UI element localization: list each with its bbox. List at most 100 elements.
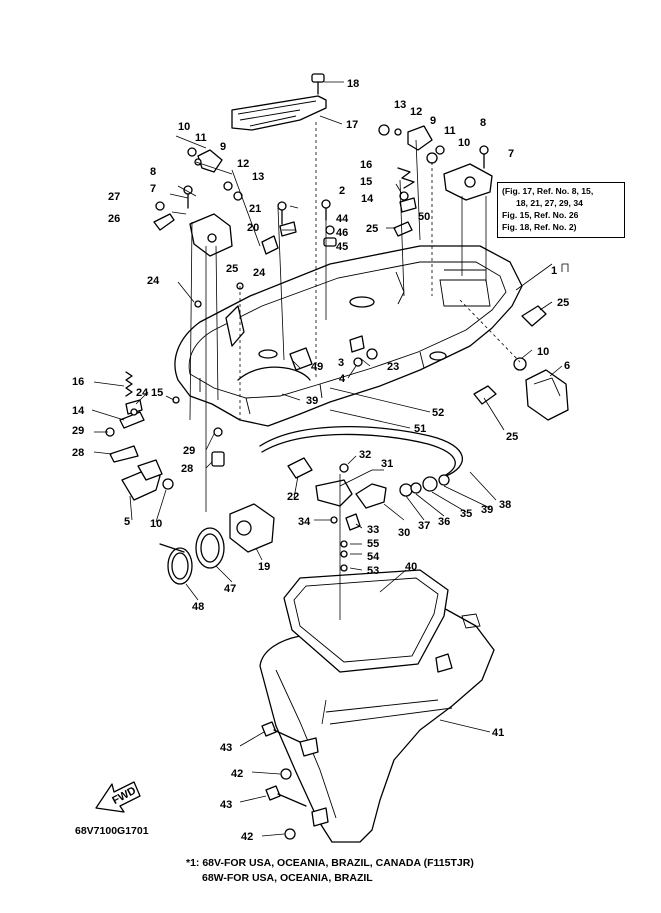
callout-label: 45	[336, 241, 348, 253]
callout-label: 15	[360, 176, 372, 188]
bolt-part-18	[311, 73, 325, 95]
footnote: *1: 68V-FOR USA, OCEANIA, BRAZIL, CANADA…	[186, 856, 474, 886]
callout-label: 8	[480, 117, 486, 129]
callout-label: 12	[237, 158, 249, 170]
callout-label: 42	[231, 768, 243, 780]
callout-label: 27	[108, 191, 120, 203]
callout-label: 43	[220, 742, 232, 754]
callout-label: 25	[557, 297, 569, 309]
callout-labels: 18 17 13 12 9 11 10 8 7 10 11 9 12 13 8 …	[72, 78, 570, 843]
callout-label: 9	[430, 115, 436, 127]
reference-note-line: Fig. 15, Ref. No. 26	[502, 210, 579, 220]
callout-label: 7	[150, 183, 156, 195]
callout-label: 25	[366, 223, 378, 235]
callout-label: 40	[405, 561, 417, 573]
callout-label: 17	[346, 119, 358, 131]
connector-clamp-parts	[159, 503, 275, 585]
callout-label: 48	[192, 601, 204, 613]
callout-label: 54	[367, 551, 380, 563]
right-bracket-part	[407, 125, 493, 201]
callout-label: 46	[336, 227, 348, 239]
footnote-line-1: *1: 68V-FOR USA, OCEANIA, BRAZIL, CANADA…	[186, 857, 474, 869]
callout-label: 26	[108, 213, 120, 225]
callout-label: 29	[72, 425, 84, 437]
callout-label: 28	[72, 447, 84, 459]
callout-label: 52	[432, 407, 444, 419]
callout-label: 38	[499, 499, 511, 511]
callout-label: 2	[339, 185, 345, 197]
footnote-line-2: 68W-FOR USA, OCEANIA, BRAZIL	[202, 872, 373, 884]
hose-parts	[237, 366, 463, 479]
callout-label: 10	[537, 346, 549, 358]
callout-label: 28	[181, 463, 193, 475]
callout-label: 11	[444, 125, 456, 137]
reference-note-box: (Fig. 17, Ref. No. 8, 15, 18, 21, 27, 29…	[497, 182, 625, 238]
center-bracket-parts	[315, 474, 450, 531]
callout-label: 22	[287, 491, 299, 503]
left-bracket-part	[153, 149, 233, 257]
callout-label: 24	[147, 275, 160, 287]
callout-label: 31	[381, 458, 393, 470]
forward-direction-arrow: FWD	[95, 781, 141, 813]
callout-label: 14	[72, 405, 85, 417]
callout-label: 44	[336, 213, 349, 225]
callout-label: 47	[224, 583, 236, 595]
callout-label: 9	[220, 141, 226, 153]
callout-label: 24	[136, 387, 149, 399]
reference-note-line: (Fig. 17, Ref. No. 8, 15,	[502, 186, 594, 196]
cover-plate-part	[231, 95, 327, 131]
callout-label: 5	[124, 516, 130, 528]
bolt-nut-parts	[261, 721, 329, 840]
callout-label: 12	[410, 106, 422, 118]
callout-label: 25	[506, 431, 518, 443]
callout-label: 19	[258, 561, 270, 573]
callout-label: 16	[360, 159, 372, 171]
callout-label: 10	[150, 518, 162, 530]
callout-label: 7	[508, 148, 514, 160]
callout-label: 15	[151, 387, 163, 399]
callout-label: 29	[183, 445, 195, 457]
reference-note-line: 18, 21, 27, 29, 34	[516, 198, 583, 208]
callout-label: 10	[178, 121, 190, 133]
left-lower-parts	[109, 411, 225, 501]
callout-label: 53	[367, 565, 379, 577]
callout-label: 8	[150, 166, 156, 178]
callout-label: 21	[249, 203, 261, 215]
callout-label: 35	[460, 508, 472, 520]
callout-label: 37	[418, 520, 430, 532]
callout-label: 18	[347, 78, 359, 90]
callout-label: 32	[359, 449, 371, 461]
grommet-parts	[261, 221, 547, 405]
callout-label: 6	[564, 360, 570, 372]
callout-label: 11	[195, 132, 207, 144]
callout-label: 23	[387, 361, 399, 373]
callout-label: 4	[339, 373, 346, 385]
callout-label: 41	[492, 727, 504, 739]
callout-label: 1	[551, 265, 557, 277]
callout-label: 14	[361, 193, 374, 205]
reference-note-line: Fig. 18, Ref. No. 2)	[502, 222, 577, 232]
callout-label: 55	[367, 538, 379, 550]
callout-label: 42	[241, 831, 253, 843]
callout-label: 13	[394, 99, 406, 111]
callout-label: 3	[338, 357, 344, 369]
callout-label: 39	[481, 504, 493, 516]
callout-label: 30	[398, 527, 410, 539]
callout-label: 43	[220, 799, 232, 811]
callout-label: 51	[414, 423, 426, 435]
callout-label: 10	[458, 137, 470, 149]
callout-label: 33	[367, 524, 379, 536]
callout-label: 34	[298, 516, 311, 528]
drawing-code: 68V7100G1701	[75, 825, 149, 837]
callout-label: 49	[311, 361, 323, 373]
small-hardware	[105, 124, 489, 572]
callout-label: 13	[252, 171, 264, 183]
callout-label: 36	[438, 516, 450, 528]
leader-lines	[91, 81, 569, 837]
lower-cowling-shell	[259, 569, 495, 843]
callout-label: 16	[72, 376, 84, 388]
callout-label: 20	[247, 222, 259, 234]
callout-label: 39	[306, 395, 318, 407]
callout-label: 24	[253, 267, 266, 279]
